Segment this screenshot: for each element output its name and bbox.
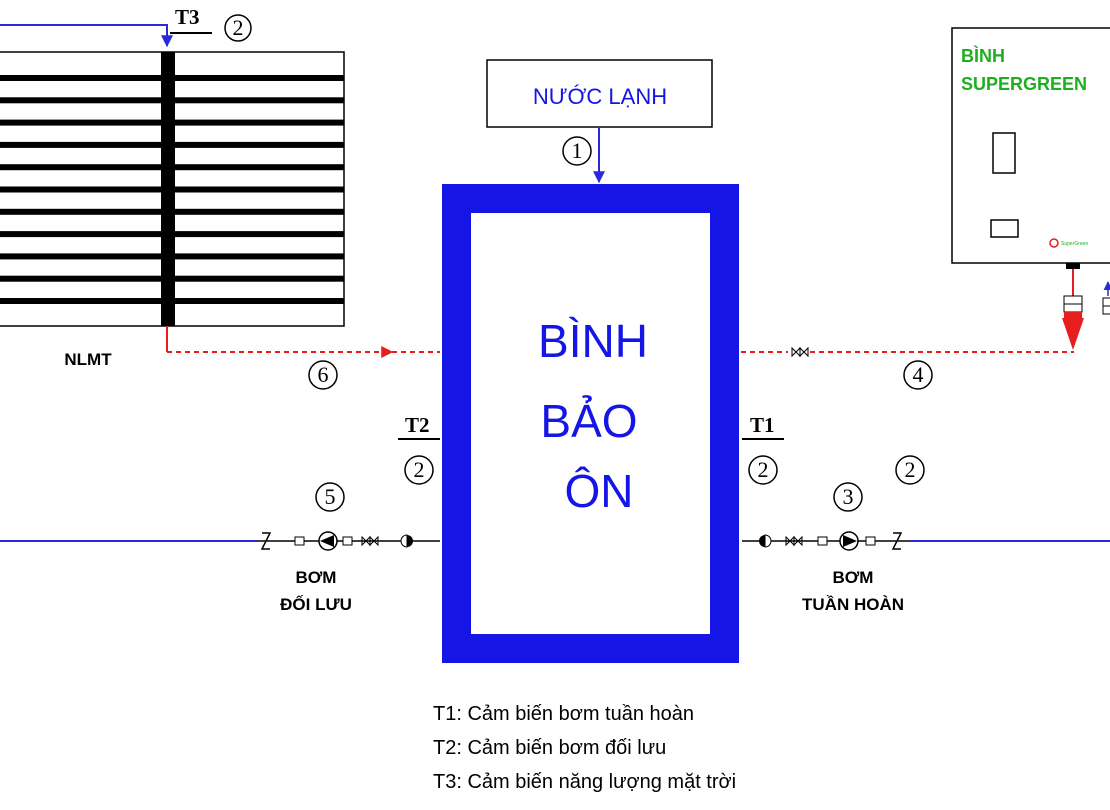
supergreen-button xyxy=(990,219,1019,238)
collector-inlet-pipe xyxy=(0,24,173,48)
t2-label: T2 xyxy=(405,413,430,437)
callout-5-text: 5 xyxy=(325,484,336,509)
callout-2-t2 xyxy=(404,455,434,485)
left-pump-label-line2: ĐỐI LƯU xyxy=(280,594,352,614)
left-pump-assembly xyxy=(258,531,440,551)
callout-4-text: 4 xyxy=(913,362,924,387)
sensor-legend: T1: Cảm biến bơm tuần hoàn T2: Cảm biến … xyxy=(433,703,736,793)
supergreen-outlet xyxy=(1066,263,1080,269)
supergreen-display xyxy=(992,132,1016,174)
storage-tank: BÌNH BẢO ÔN xyxy=(442,184,739,663)
callout-2-right xyxy=(895,455,925,485)
tank-label-line1: BÌNH xyxy=(538,315,648,367)
tank-label-line3: ÔN xyxy=(565,465,634,517)
right-pump-assembly xyxy=(742,531,910,551)
valve-pipe-4 xyxy=(791,346,809,358)
cold-water-label: NƯỚC LẠNH xyxy=(533,84,667,109)
check-valve-right xyxy=(891,532,903,550)
callout-2-right-text: 2 xyxy=(905,457,916,482)
callout-1-text: 1 xyxy=(572,138,583,163)
callout-2-top xyxy=(224,14,252,42)
check-valve-left xyxy=(260,532,272,550)
legend-t2: T2: Cảm biến bơm đối lưu xyxy=(433,737,666,759)
solar-collector xyxy=(0,51,345,327)
callout-2-t2-text: 2 xyxy=(414,457,425,482)
supergreen-label-line2: SUPERGREEN xyxy=(961,74,1087,94)
callout-1 xyxy=(562,136,592,166)
supergreen-label-line1: BÌNH xyxy=(961,45,1005,66)
callout-4 xyxy=(903,360,933,390)
t1-label: T1 xyxy=(750,413,775,437)
right-pump-label-line2: TUẦN HOÀN xyxy=(802,595,904,614)
callout-5 xyxy=(315,482,345,512)
callout-2-t1 xyxy=(748,455,778,485)
right-pump-label-line1: BƠM xyxy=(833,568,874,587)
supergreen-fitting xyxy=(1062,269,1084,350)
supergreen-logo-text: SuperGreen xyxy=(1061,241,1088,247)
callout-2-top-text: 2 xyxy=(233,15,244,40)
callout-3-text: 3 xyxy=(843,484,854,509)
cold-water-box: NƯỚC LẠNH xyxy=(486,59,713,128)
callout-6 xyxy=(308,360,338,390)
collector-header xyxy=(161,52,175,326)
collector-label: NLMT xyxy=(64,350,112,369)
legend-t3: T3: Cảm biến năng lượng mặt trời xyxy=(433,771,736,793)
tank-label-line2: BẢO xyxy=(540,395,637,447)
supergreen-cold-fitting xyxy=(1102,281,1110,315)
t3-label: T3 xyxy=(175,5,200,29)
callout-6-text: 6 xyxy=(318,362,329,387)
supergreen-logo: SuperGreen xyxy=(1049,238,1088,248)
callout-2-t1-text: 2 xyxy=(758,457,769,482)
legend-t1: T1: Cảm biến bơm tuần hoàn xyxy=(433,703,694,725)
callout-3 xyxy=(833,482,863,512)
left-pump-label-line1: BƠM xyxy=(296,568,337,587)
supergreen-unit: BÌNH SUPERGREEN SuperGreen xyxy=(951,27,1110,269)
